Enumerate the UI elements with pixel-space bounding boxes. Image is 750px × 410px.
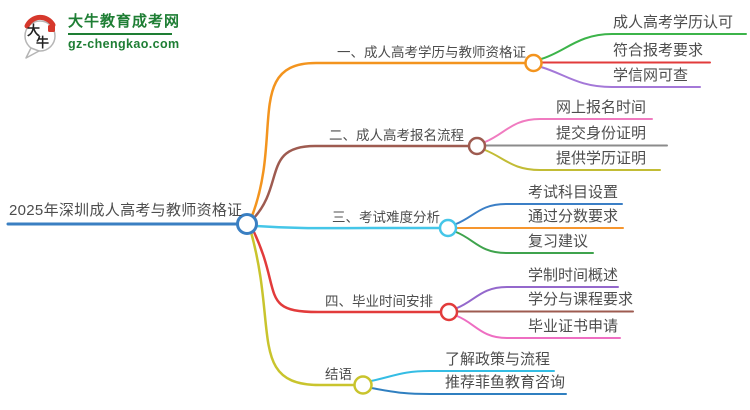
branch-2-child-3-line (484, 149, 661, 171)
branch-3-child-1-line (455, 203, 623, 225)
branch-1-child-3-label: 学信网可查 (613, 67, 689, 84)
site-name: 大牛教育成考网 (68, 13, 181, 30)
branch-5-child-2-line (370, 387, 567, 395)
branch-4-line (251, 228, 443, 314)
site-url: gz-chengkao.com (68, 37, 180, 51)
branch-1-child-3-line (540, 66, 701, 88)
branch-3-line (254, 224, 442, 230)
logo-divider (68, 33, 172, 35)
site-logo: 大 牛 大牛教育成考网 gz-chengkao.com (20, 12, 180, 60)
branch-4-child-2-label: 学分与课程要求 (528, 291, 634, 308)
branch-4-child-1-label: 学制时间概述 (528, 267, 619, 284)
branch-5-label: 结语 (325, 367, 352, 382)
branch-2-label: 二、成人高考报名流程 (329, 128, 464, 143)
branch-2-child-1-line (484, 118, 653, 143)
branch-3-child-2-label: 通过分数要求 (528, 208, 619, 225)
root-topic-label: 2025年深圳成人高考与教师资格证 (9, 202, 243, 219)
branch-1-child-2-label: 符合报考要求 (613, 42, 704, 59)
branch-2-line (251, 144, 471, 221)
branch-1-child-1-label: 成人高考学历认可 (613, 14, 734, 31)
logo-seal (48, 25, 55, 32)
branch-5-line (249, 230, 356, 387)
branch-1-child-1-line (540, 33, 747, 60)
branch-4-child-1-line (456, 286, 619, 309)
branch-3-child-1-label: 考试科目设置 (528, 184, 619, 201)
branch-5-child-2-label: 推荐菲鱼教育咨询 (445, 374, 566, 391)
branch-3-child-3-line (455, 231, 594, 254)
branch-1-line (250, 61, 527, 218)
branch-3-node (438, 218, 458, 238)
branch-4-child-3-label: 毕业证书申请 (528, 318, 619, 335)
dainiu-bubble-icon: 大 牛 (24, 14, 56, 59)
root-node (236, 213, 258, 235)
logo-char-1: 大 (27, 23, 40, 38)
branch-2-child-1-label: 网上报名时间 (556, 99, 647, 116)
branch-5-child-1-label: 了解政策与流程 (445, 351, 551, 368)
logo-char-2: 牛 (36, 35, 49, 50)
branch-3-child-3-label: 复习建议 (528, 233, 589, 250)
branch-2-child-3-label: 提供学历证明 (556, 150, 647, 167)
branch-3-label: 三、考试难度分析 (332, 210, 440, 225)
branch-5-child-1-line (370, 370, 555, 382)
branch-4-child-3-line (456, 315, 621, 339)
branch-1-label: 一、成人高考学历与教师资格证 (337, 45, 526, 60)
branch-2-child-2-label: 提交身份证明 (556, 125, 647, 142)
branch-4-label: 四、毕业时间安排 (325, 294, 433, 309)
branch-2-node (467, 136, 487, 156)
branch-5-node (353, 375, 373, 395)
branch-1-node (524, 53, 543, 73)
branch-4-node (439, 302, 459, 322)
